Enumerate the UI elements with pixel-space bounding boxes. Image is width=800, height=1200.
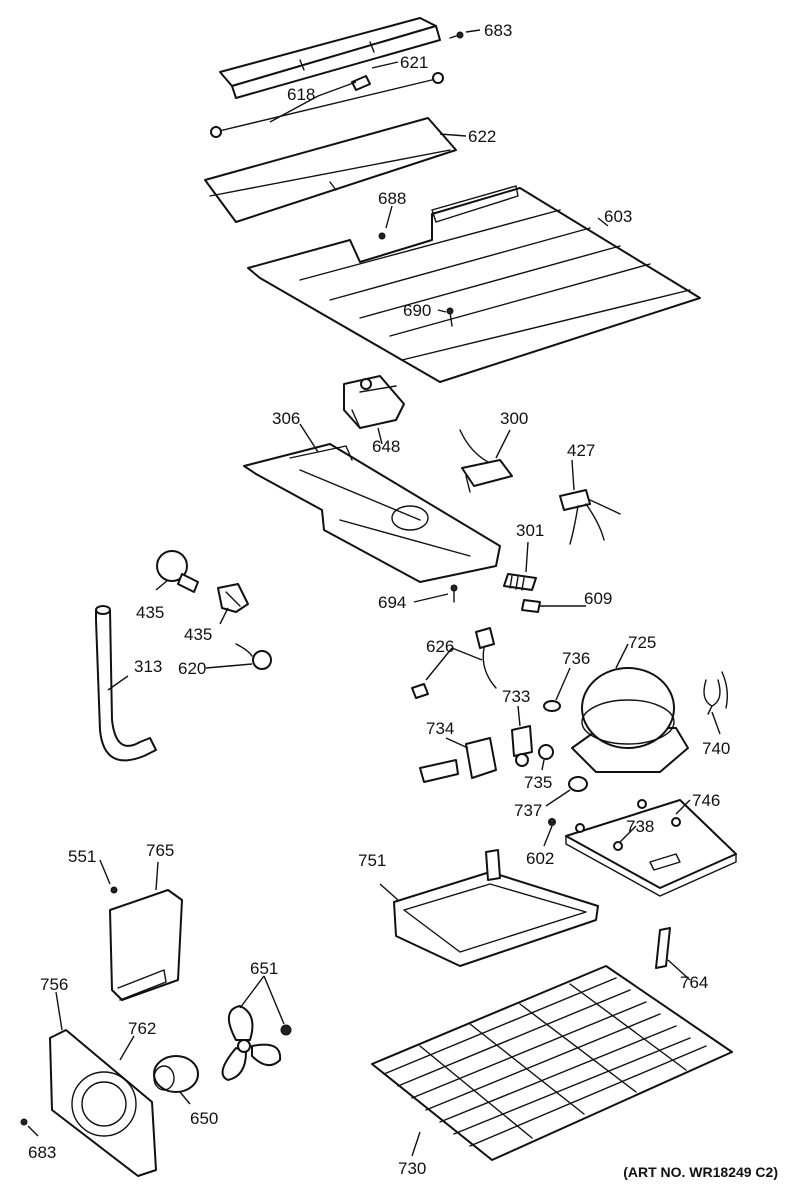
leader-lines <box>27 29 721 1157</box>
overload-733 <box>511 725 533 767</box>
label-736: 736 <box>562 649 590 668</box>
label-306: 306 <box>272 409 300 428</box>
label-551: 551 <box>68 847 96 866</box>
label-620: 620 <box>178 659 206 678</box>
relay-734 <box>419 737 497 783</box>
label-300: 300 <box>500 409 528 428</box>
light-bulb-435 <box>156 550 199 593</box>
compressor-725 <box>571 667 689 773</box>
part-labels: 683 621 618 622 688 603 690 648 306 300 … <box>28 21 730 1178</box>
screw-683-top <box>449 31 464 39</box>
label-313: 313 <box>134 657 162 676</box>
control-housing-306 <box>243 443 501 583</box>
light-socket-301 <box>503 573 537 591</box>
label-740: 740 <box>702 739 730 758</box>
screw-602 <box>548 818 556 826</box>
label-738: 738 <box>626 817 654 836</box>
label-609: 609 <box>584 589 612 608</box>
screw-690 <box>446 307 454 327</box>
fan-shroud-756 <box>49 1029 157 1177</box>
label-618: 618 <box>287 85 315 104</box>
label-733: 733 <box>502 687 530 706</box>
switch-609 <box>521 599 541 613</box>
screw-683-bottom <box>20 1118 28 1126</box>
fan-motor-650 <box>153 1055 199 1093</box>
label-746: 746 <box>692 791 720 810</box>
defrost-timer-648 <box>343 375 405 429</box>
label-764: 764 <box>680 973 708 992</box>
label-765: 765 <box>146 841 174 860</box>
label-621: 621 <box>400 53 428 72</box>
drain-tube-313 <box>95 605 157 762</box>
screw-694 <box>450 584 458 603</box>
label-435-socket: 435 <box>184 625 212 644</box>
power-cord-626 <box>411 627 497 699</box>
label-651: 651 <box>250 959 278 978</box>
label-725: 725 <box>628 633 656 652</box>
grommet-736 <box>543 700 561 712</box>
label-603: 603 <box>604 207 632 226</box>
top-cover-rail <box>219 17 441 99</box>
compressor-base-746 <box>565 799 737 897</box>
grommet-737 <box>568 776 588 792</box>
label-648: 648 <box>372 437 400 456</box>
label-301: 301 <box>516 521 544 540</box>
bracket-764 <box>655 927 671 969</box>
label-735: 735 <box>524 773 552 792</box>
drain-pan-751 <box>393 849 599 967</box>
screw-551 <box>110 886 118 894</box>
thermostat-300 <box>459 429 513 493</box>
label-622: 622 <box>468 127 496 146</box>
label-756: 756 <box>40 975 68 994</box>
art-number: (ART NO. WR18249 C2) <box>623 1164 778 1180</box>
lamp-socket-435 <box>217 583 249 613</box>
evaporator-cover-765 <box>109 889 183 1001</box>
label-427: 427 <box>567 441 595 460</box>
label-650: 650 <box>190 1109 218 1128</box>
screw-688 <box>378 232 386 240</box>
clip-740 <box>703 671 729 715</box>
label-762: 762 <box>128 1019 156 1038</box>
label-734: 734 <box>426 719 454 738</box>
label-435-bulb: 435 <box>136 603 164 622</box>
label-694: 694 <box>378 593 406 612</box>
label-626: 626 <box>426 637 454 656</box>
label-683-top: 683 <box>484 21 512 40</box>
label-730: 730 <box>398 1159 426 1178</box>
thermistor-620 <box>235 643 272 670</box>
label-751: 751 <box>358 851 386 870</box>
label-602: 602 <box>526 849 554 868</box>
capacitor-735 <box>538 744 554 760</box>
wire-harness-618 <box>210 72 444 138</box>
shelf-603 <box>247 185 701 383</box>
condenser-coil-730 <box>371 965 733 1161</box>
capacitor-427 <box>559 489 621 545</box>
fan-blade-651 <box>221 1005 292 1081</box>
label-688: 688 <box>378 189 406 208</box>
light-shield-622 <box>204 117 457 223</box>
label-690: 690 <box>403 301 431 320</box>
label-737: 737 <box>514 801 542 820</box>
label-683-bottom: 683 <box>28 1143 56 1162</box>
